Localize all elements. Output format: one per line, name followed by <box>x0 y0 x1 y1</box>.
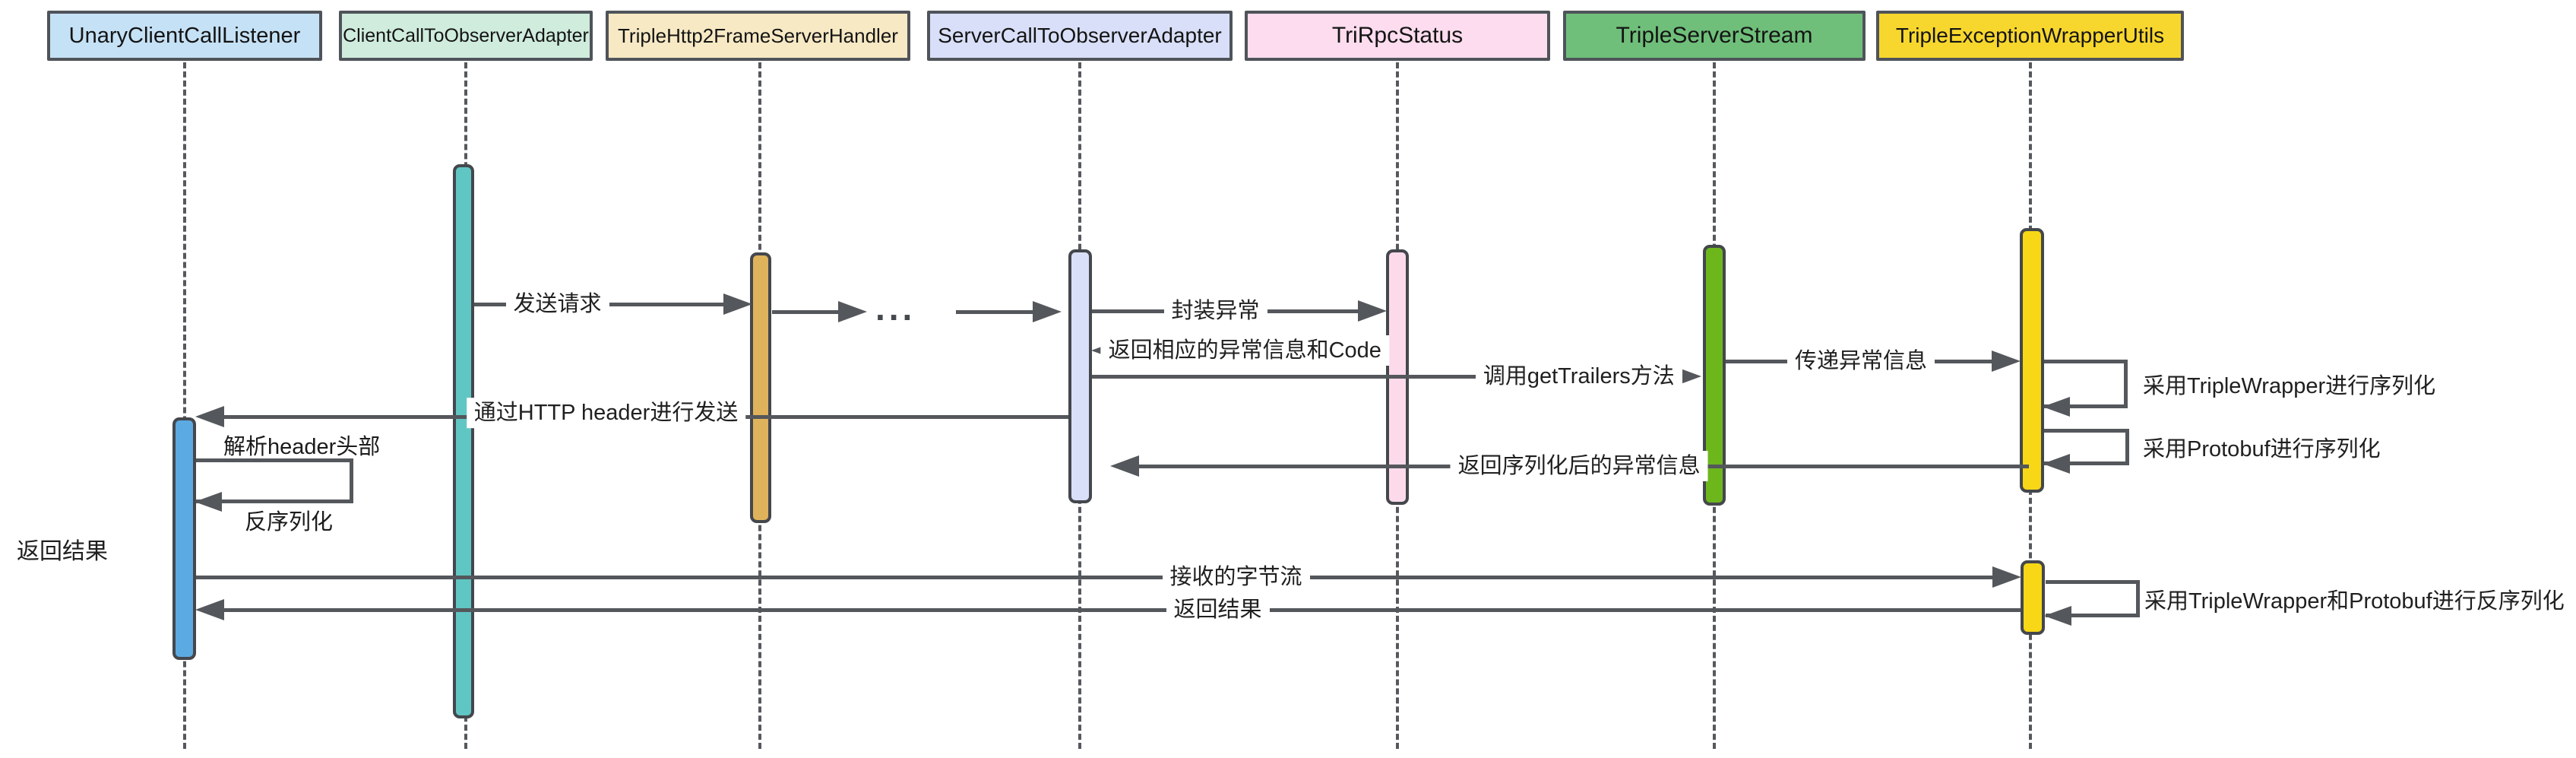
arrowhead-left-icon <box>195 492 222 512</box>
activation-bar-exception-wrapper-utils <box>2020 228 2044 493</box>
ellipsis-label: ... <box>875 288 916 328</box>
message-line <box>772 310 843 314</box>
self-loop-serialize-protobuf: 采用Protobuf进行序列化 <box>2043 429 2381 474</box>
message-label-serialize-protobuf: 采用Protobuf进行序列化 <box>2143 437 2381 461</box>
message-line <box>1092 375 1678 379</box>
message-line <box>956 310 1038 314</box>
message-label-return-serialized-exception: 返回序列化后的异常信息 <box>1450 451 1708 481</box>
actor-client-call-to-observer-adapter: ClientCallToObserverAdapter <box>339 11 593 61</box>
message-label-serialize-triple-wrapper: 采用TripleWrapper进行序列化 <box>2143 374 2436 398</box>
actor-triple-http2-frame-server-handler: TripleHttp2FrameServerHandler <box>606 11 910 61</box>
activation-bar-server-call-adapter <box>1068 249 1092 503</box>
arrowhead-left-icon <box>2044 606 2071 626</box>
message-label-pass-exception-info: 传递异常信息 <box>1787 346 1935 376</box>
actor-triple-server-stream: TripleServerStream <box>1563 11 1866 61</box>
message-label-parse-header: 解析header头部 <box>223 435 381 459</box>
message-label-deserialize-triple-wrapper-protobuf: 采用TripleWrapper和Protobuf进行反序列化 <box>2144 588 2565 614</box>
message-label-wrap-exception: 封装异常 <box>1163 296 1267 326</box>
actor-triple-exception-wrapper-utils: TripleExceptionWrapperUtils <box>1876 11 2184 61</box>
activation-bar-exception-wrapper-utils-2 <box>2021 560 2045 635</box>
actor-unary-client-call-listener: UnaryClientCallListener <box>47 11 322 61</box>
message-label-return-result-left: 返回结果 <box>17 539 108 564</box>
actor-server-call-to-observer-adapter: ServerCallToObserverAdapter <box>927 11 1233 61</box>
message-label-call-get-trailers: 调用getTrailers方法 <box>1475 361 1682 392</box>
arrowhead-right-icon <box>1992 350 2021 372</box>
arrowhead-left-icon <box>1110 455 1139 477</box>
activation-bar-http2-frame-handler <box>750 252 771 523</box>
self-loop-deserialize-triple-wrapper-protobuf: 采用TripleWrapper和Protobuf进行反序列化 <box>2044 580 2565 626</box>
message-label-received-byte-stream: 接收的字节流 <box>1162 562 1310 592</box>
arrowhead-right-icon <box>1033 301 1062 322</box>
arrowhead-right-icon <box>838 301 867 322</box>
arrowhead-left-icon <box>195 406 224 427</box>
activation-bar-triple-server-stream <box>1703 245 1726 506</box>
message-label-send-request: 发送请求 <box>505 289 609 319</box>
message-line <box>196 576 1998 579</box>
message-label-return-exception-info-code: 返回相应的异常信息和Code <box>1100 335 1389 366</box>
lifeline-unary-client-call-listener <box>183 62 186 749</box>
activation-bar-unary-client-listener <box>172 417 196 660</box>
arrowhead-right-icon <box>723 293 752 315</box>
activation-bar-client-call-adapter <box>453 164 474 718</box>
message-label-return-result: 返回结果 <box>1166 595 1270 625</box>
arrowhead-left-icon <box>2043 454 2070 474</box>
arrowhead-left-icon <box>2043 397 2070 417</box>
arrowhead-right-icon <box>1992 566 2021 588</box>
message-label-deserialize: 反序列化 <box>245 510 334 534</box>
actor-tri-rpc-status: TriRpcStatus <box>1245 11 1550 61</box>
arrowhead-right-icon <box>1358 300 1387 322</box>
message-label-send-via-http-header: 通过HTTP header进行发送 <box>466 398 746 429</box>
self-loop-serialize-triple-wrapper: 采用TripleWrapper进行序列化 <box>2043 360 2435 417</box>
self-loop-parse-header: 解析header头部 反序列化 <box>195 435 380 534</box>
arrowhead-left-icon <box>195 599 224 620</box>
message-line <box>219 608 2021 612</box>
